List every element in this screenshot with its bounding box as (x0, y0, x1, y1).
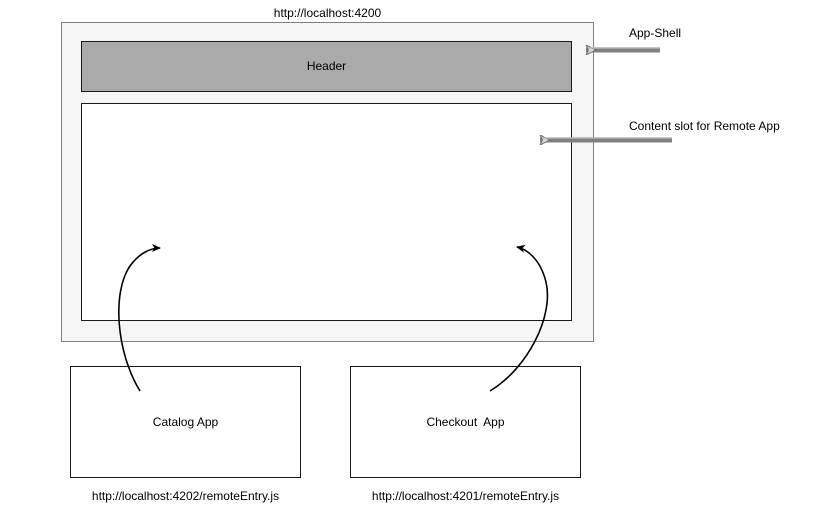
content-slot-annotation-label: Content slot for Remote App (629, 119, 780, 133)
catalog-app-label: Catalog App (152, 414, 219, 429)
header-block: Header (81, 41, 572, 92)
catalog-app-box: Catalog App (70, 366, 301, 478)
app-shell-callout-arrow (586, 48, 660, 50)
app-shell-annotation-label: App-Shell (629, 26, 682, 40)
header-label: Header (306, 59, 347, 74)
catalog-app-url-label: http://localhost:4202/remoteEntry.js (91, 489, 280, 503)
app-shell-url-label: http://localhost:4200 (273, 6, 382, 20)
checkout-app-url-label: http://localhost:4201/remoteEntry.js (371, 489, 560, 503)
checkout-app-label: Checkout App (426, 414, 505, 429)
content-slot-block (81, 103, 572, 321)
checkout-app-box: Checkout App (350, 366, 581, 478)
